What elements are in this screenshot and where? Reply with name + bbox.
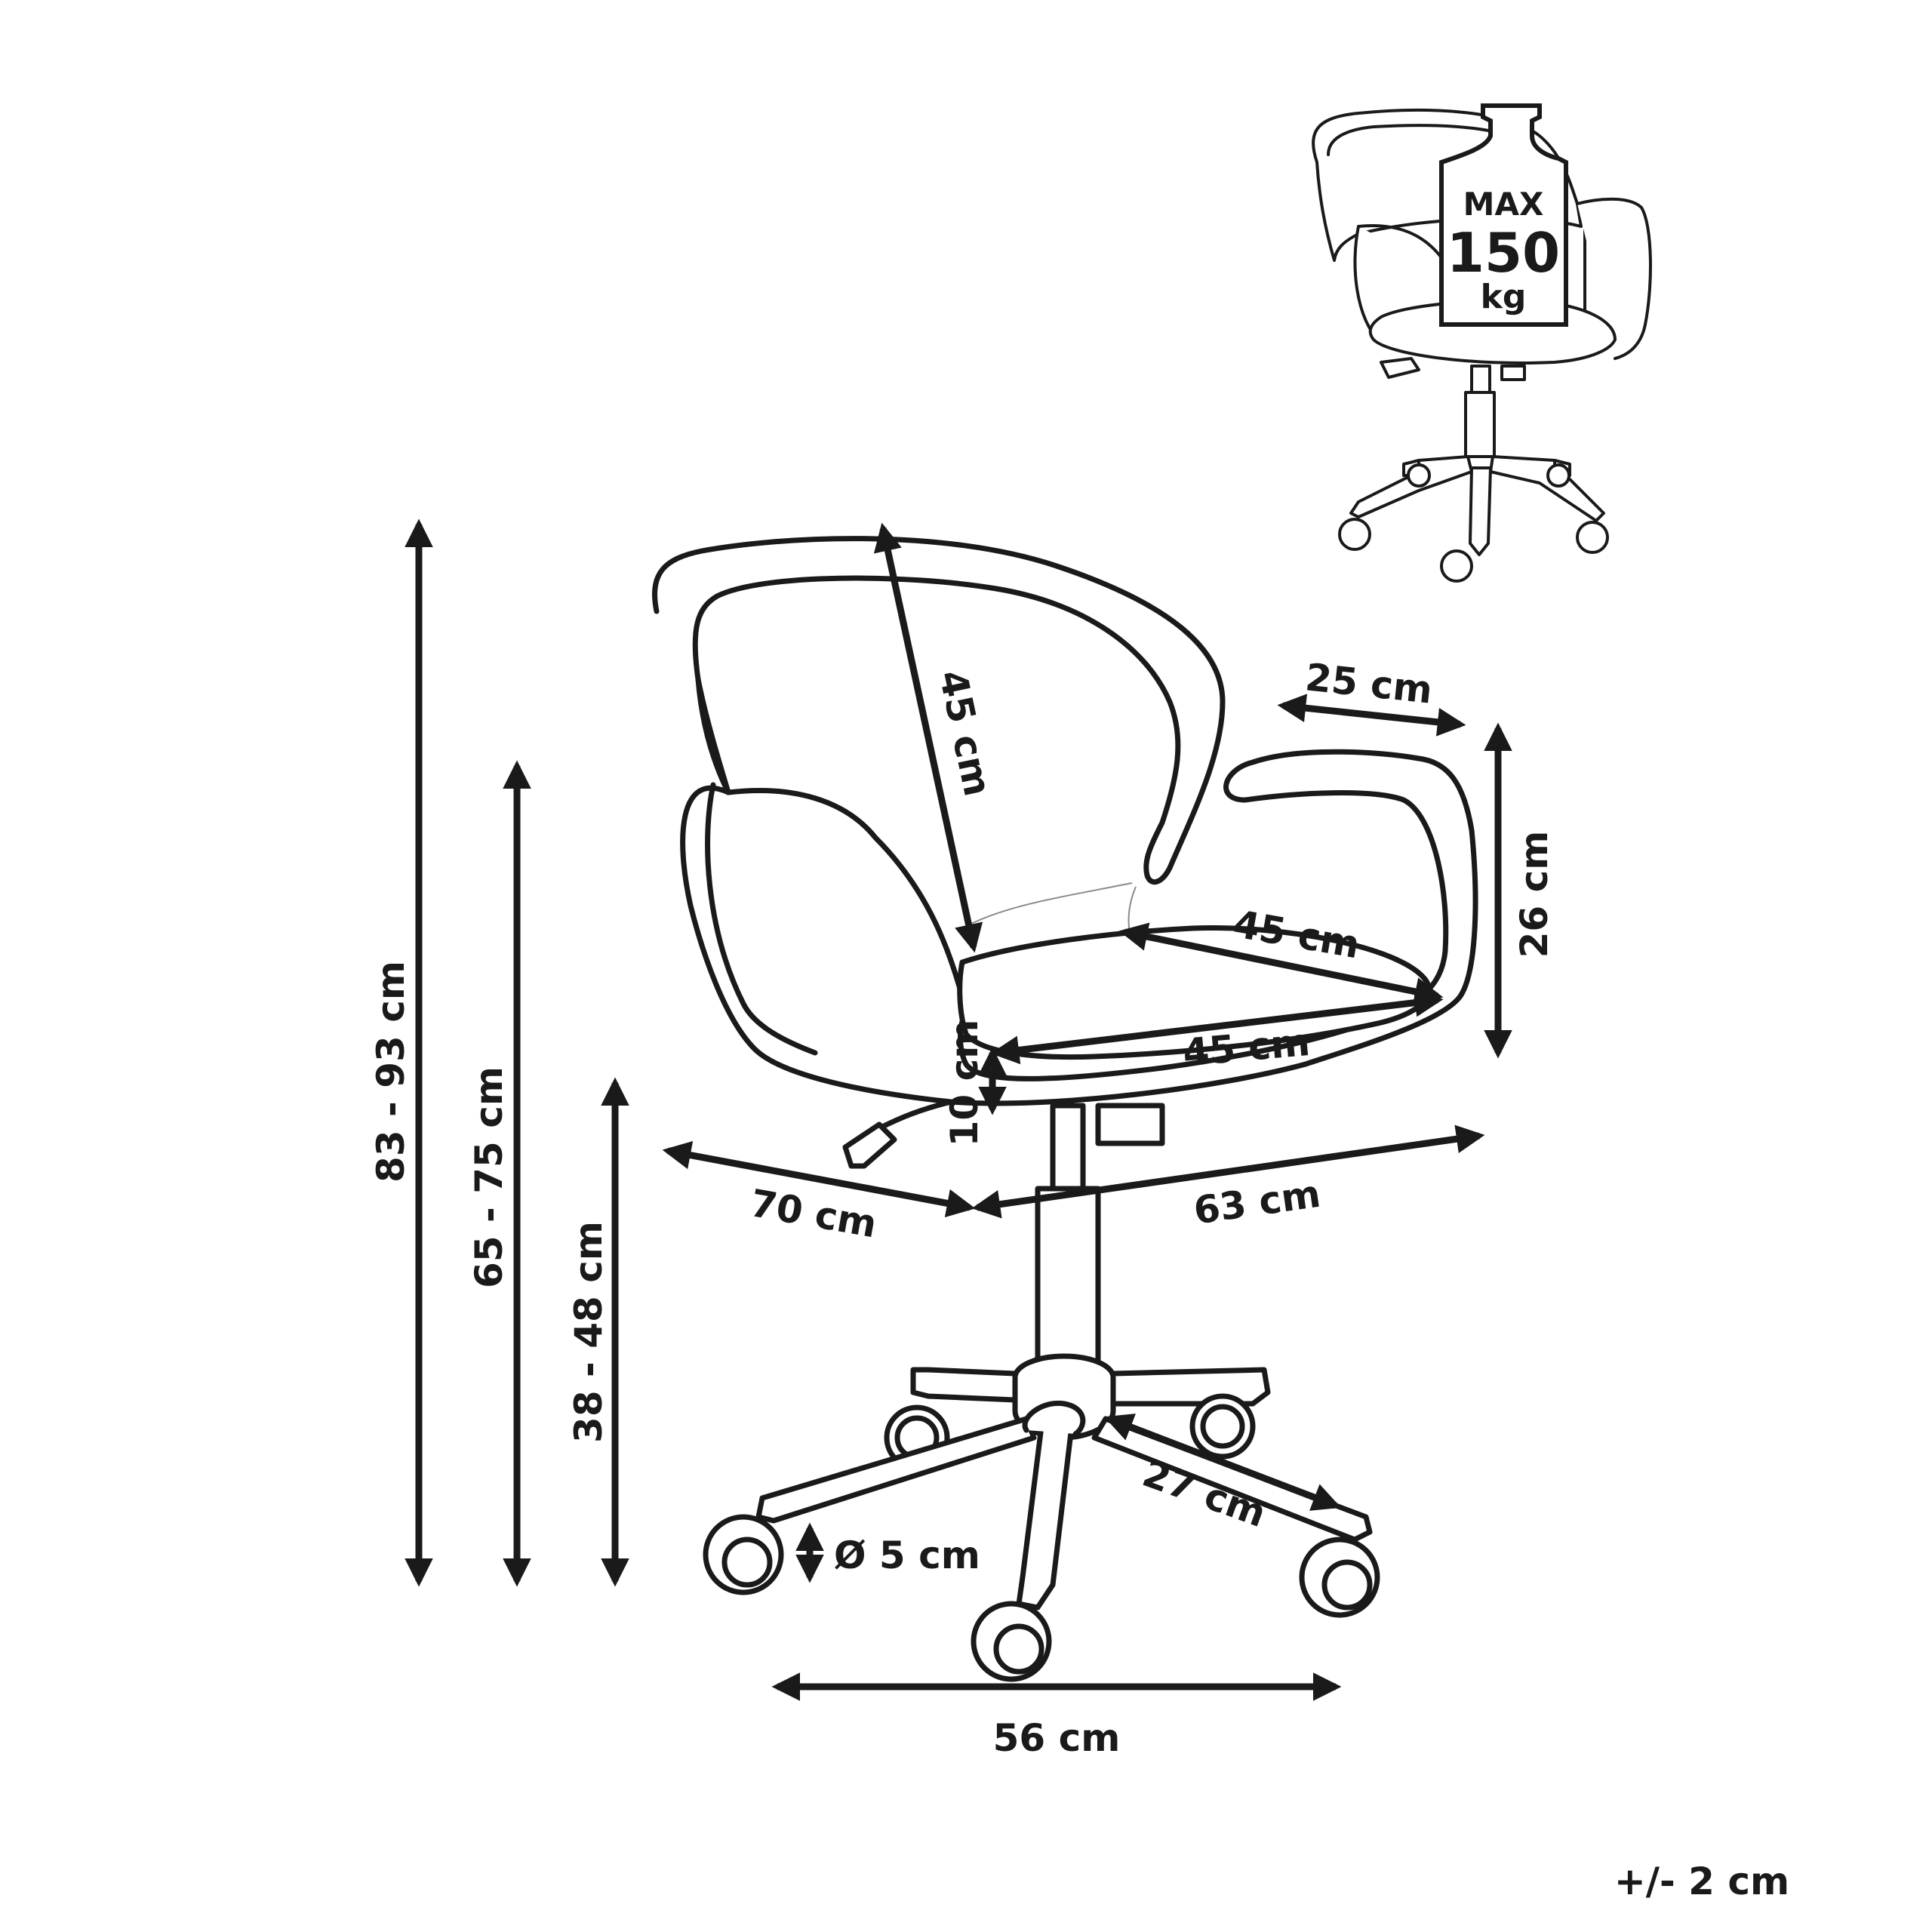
dimension-lines [405,518,1512,1701]
overall-depth-arrow [662,1140,976,1218]
label-overall-depth: 70 cm [747,1181,880,1246]
badge-max: MAX [1463,186,1544,223]
label-total-height: 83 - 93 cm [369,961,413,1183]
label-armrest-height: 65 - 75 cm [467,1066,511,1288]
weight-limit-badge: MAX 150 kg [1439,103,1568,327]
armrest-width-arrow [1277,694,1466,737]
seat-width-arrow [990,988,1444,1065]
label-seat-thickness: 10 cm [943,1020,986,1147]
label-armrest-side: 26 cm [1512,831,1556,958]
badge-weight-value: 150 [1447,221,1560,285]
badge-unit: kg [1481,278,1527,316]
label-base-width: 56 cm [993,1716,1121,1760]
label-caster-diameter: Ø 5 cm [834,1534,980,1577]
base-leg-arrow [1103,1414,1342,1511]
label-tolerance: +/- 2 cm [1614,1860,1789,1903]
overall-width-arrow [971,1124,1485,1219]
label-armrest-width: 25 cm [1303,655,1435,712]
dimension-labels: 83 - 93 cm 65 - 75 cm 38 - 48 cm 45 cm 2… [369,655,1789,1903]
seat-depth-arrow [1118,922,1444,1006]
label-seat-height: 38 - 48 cm [567,1221,611,1443]
backrest-height-arrow [873,522,983,953]
label-overall-width: 63 cm [1191,1172,1323,1233]
